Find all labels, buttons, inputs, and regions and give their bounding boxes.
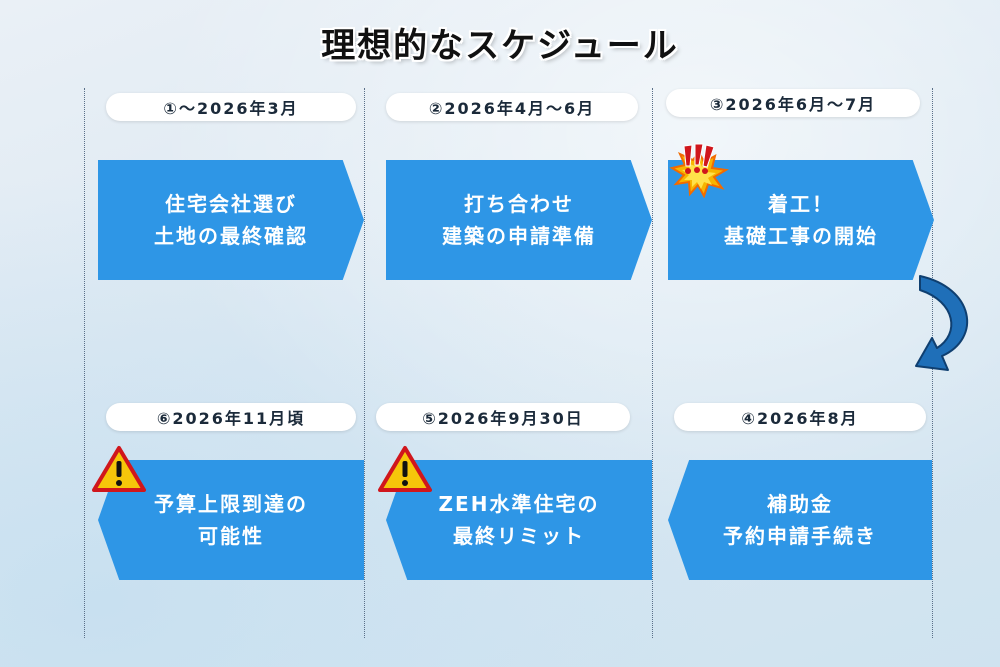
step-3-line2: 基礎工事の開始 [724,224,878,248]
column-divider [652,88,653,638]
date-label-step-2: ②2026年4月～6月 [386,93,638,121]
step-6-line1: 予算上限到達の [154,492,308,516]
step-3-box: 着工！ 基礎工事の開始 [668,160,934,280]
step-2-box: 打ち合わせ 建築の申請準備 [386,160,652,280]
page-title: 理想的なスケジュール [321,26,679,66]
date-label-step-6: ⑥2026年11月頃 [106,403,356,431]
date-label-step-1: ①～2026年3月 [106,93,356,121]
column-divider [84,88,85,638]
exclamation-burst-icon [669,143,729,198]
step-4-line1: 補助金 [767,492,833,516]
step-1-box: 住宅会社選び 土地の最終確認 [98,160,364,280]
warning-icon [378,446,432,492]
turn-down-arrow-icon [915,275,968,371]
step-4-box: 補助金 予約申請手続き [668,460,932,580]
date-label-step-3: ③2026年6月～7月 [666,89,920,117]
step-5-box: ZEH水準住宅の 最終リミット [386,460,652,580]
date-label-step-5: ⑤2026年9月30日 [376,403,630,431]
step-1-line2: 土地の最終確認 [154,224,308,248]
step-6-box: 予算上限到達の 可能性 [98,460,364,580]
step-2-line1: 打ち合わせ [464,192,574,216]
step-1-line1: 住宅会社選び [165,192,297,216]
date-label-step-4: ④2026年8月 [674,403,926,431]
step-6-line2: 可能性 [198,524,264,548]
step-4-line2: 予約申請手続き [723,524,877,548]
step-5-line2: 最終リミット [453,524,585,548]
column-divider [364,88,365,638]
step-5-line1: ZEH水準住宅の [438,492,600,516]
step-2-line2: 建築の申請準備 [442,224,596,248]
step-3-line1: 着工！ [768,192,834,216]
warning-icon [92,446,146,492]
